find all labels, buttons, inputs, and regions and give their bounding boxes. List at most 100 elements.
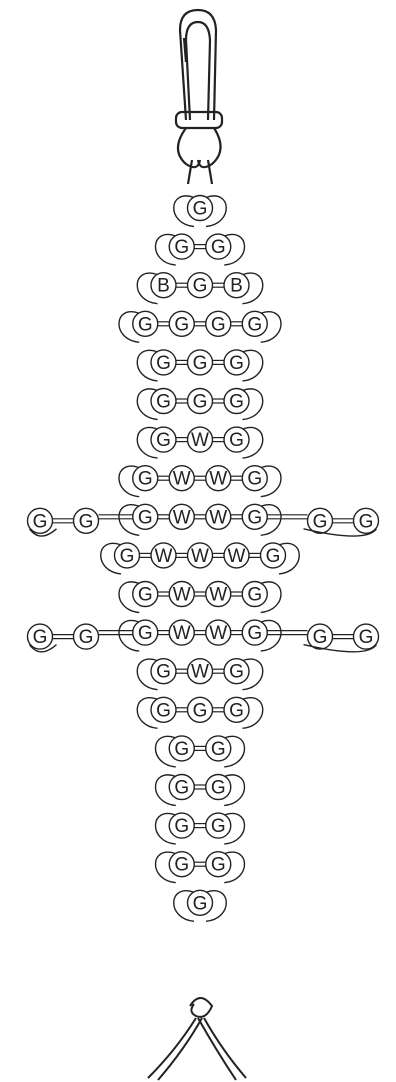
bead-letter: G xyxy=(247,469,262,490)
leg-bead-right: G xyxy=(308,624,333,649)
bead-letter: W xyxy=(209,469,227,490)
bead-letter: G xyxy=(359,627,374,648)
clip-inner-loop xyxy=(186,22,210,120)
bead: G xyxy=(224,427,249,452)
bead: G xyxy=(133,311,158,336)
bead: W xyxy=(206,582,231,607)
bead-letter: G xyxy=(138,623,153,644)
bead-letter: W xyxy=(173,623,191,644)
bead-letter: G xyxy=(247,507,262,528)
bead-rows: GGGBGBGGGGGGGGGGGWGGWWGGGGGGWWGGWWWGGWWG… xyxy=(28,196,379,916)
bead-letter: G xyxy=(79,627,94,648)
bead: G xyxy=(169,311,194,336)
bead: G xyxy=(224,659,249,684)
tail-end-right-outer xyxy=(204,1018,246,1078)
bead: W xyxy=(169,620,194,645)
bead: G xyxy=(151,350,176,375)
bead: W xyxy=(206,504,231,529)
bead-letter: G xyxy=(138,507,153,528)
bead: B xyxy=(224,273,249,298)
tail-end-left-inner xyxy=(158,1018,202,1080)
bead: G xyxy=(242,504,267,529)
bead-letter: G xyxy=(229,353,244,374)
bead-letter: G xyxy=(229,662,244,683)
bead-letter: G xyxy=(174,816,189,837)
bead: G xyxy=(206,234,231,259)
bead: G xyxy=(169,775,194,800)
bead: W xyxy=(224,543,249,568)
bead: G xyxy=(224,389,249,414)
bead: G xyxy=(188,350,213,375)
bead-letter: G xyxy=(247,314,262,335)
bead-letter: G xyxy=(193,353,208,374)
bead: G xyxy=(169,736,194,761)
bead: G xyxy=(242,466,267,491)
bead: G xyxy=(224,350,249,375)
bead-letter: W xyxy=(191,430,209,451)
bead: G xyxy=(242,582,267,607)
leg-bead-left: G xyxy=(74,624,99,649)
bead-letter: G xyxy=(193,392,208,413)
bead-letter: G xyxy=(174,739,189,760)
leg-bead-left: G xyxy=(74,508,99,533)
bead-letter: W xyxy=(209,507,227,528)
bead-letter: W xyxy=(155,546,173,567)
bead: G xyxy=(188,697,213,722)
bead: G xyxy=(133,620,158,645)
bead: G xyxy=(206,813,231,838)
bead-letter: W xyxy=(209,585,227,606)
bead-letter: W xyxy=(173,469,191,490)
leg-bead-right: G xyxy=(308,508,333,533)
bead-letter: G xyxy=(313,511,328,532)
bead-letter: G xyxy=(156,353,171,374)
bead-letter: G xyxy=(79,511,94,532)
bead: G xyxy=(151,659,176,684)
bead: W xyxy=(188,543,213,568)
bead-letter: W xyxy=(191,662,209,683)
bead-letter: W xyxy=(209,623,227,644)
bead-letter: W xyxy=(173,507,191,528)
bead: W xyxy=(169,466,194,491)
bead-letter: G xyxy=(174,778,189,799)
bead: W xyxy=(169,504,194,529)
bead-letter: G xyxy=(193,700,208,721)
bead: G xyxy=(133,582,158,607)
bead: G xyxy=(206,775,231,800)
bead-letter: B xyxy=(157,276,170,297)
bead-letter: W xyxy=(191,546,209,567)
clip-outer-loop xyxy=(180,10,216,120)
bead: G xyxy=(224,697,249,722)
bead-letter: G xyxy=(156,392,171,413)
bead: G xyxy=(151,697,176,722)
bead-letter: G xyxy=(211,778,226,799)
bead: G xyxy=(169,813,194,838)
bead-letter: W xyxy=(228,546,246,567)
bead-letter: G xyxy=(229,392,244,413)
bead-letter: G xyxy=(33,511,48,532)
leg-bead-right: G xyxy=(354,508,379,533)
bead-letter: G xyxy=(313,627,328,648)
bead-letter: G xyxy=(211,237,226,258)
bead-letter: G xyxy=(174,855,189,876)
bead: G xyxy=(242,620,267,645)
bead: G xyxy=(151,427,176,452)
bead-letter: G xyxy=(247,623,262,644)
bead: G xyxy=(188,890,213,915)
bead-letter: G xyxy=(156,430,171,451)
bead-letter: G xyxy=(266,546,281,567)
leg-pair: GGGG xyxy=(28,508,379,536)
bead: G xyxy=(188,389,213,414)
bead: W xyxy=(151,543,176,568)
bead: G xyxy=(133,466,158,491)
bead: G xyxy=(115,543,140,568)
bead-letter: G xyxy=(138,314,153,335)
cord-tail xyxy=(148,998,246,1080)
bead-letter: G xyxy=(174,237,189,258)
tail-knot xyxy=(190,998,212,1017)
bead-letter: G xyxy=(120,546,135,567)
bead: G xyxy=(242,311,267,336)
bead: B xyxy=(151,273,176,298)
bead: W xyxy=(188,427,213,452)
